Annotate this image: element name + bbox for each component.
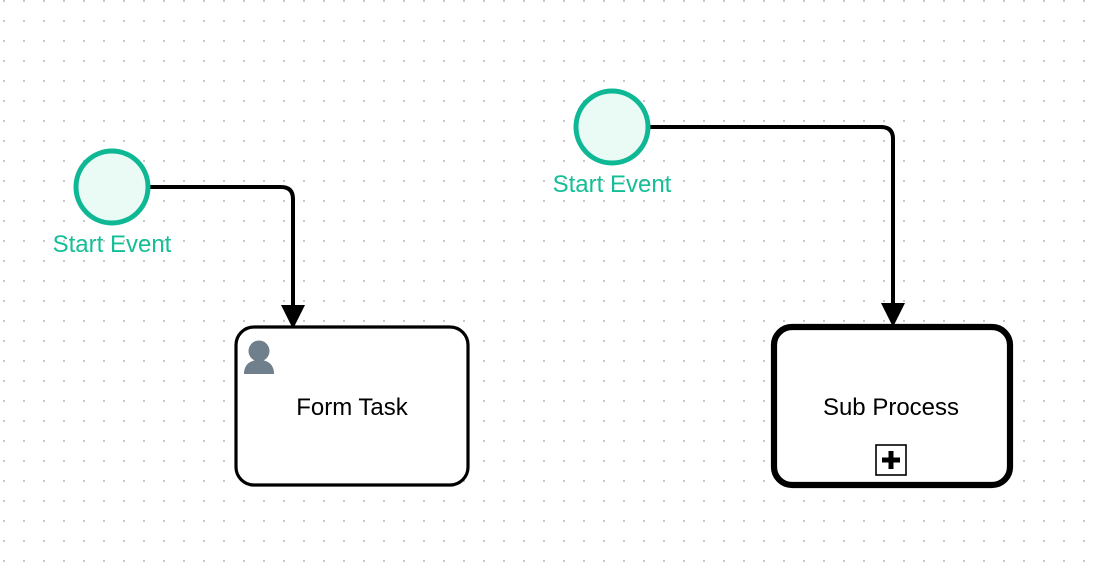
- plus-icon[interactable]: [875, 444, 907, 476]
- start-event-1-label: Start Event: [53, 231, 172, 258]
- start-event-circle[interactable]: [73, 148, 151, 226]
- sub-process-node[interactable]: Sub Process: [770, 323, 1014, 489]
- user-icon: [244, 340, 274, 374]
- start-event-2[interactable]: Start Event: [553, 88, 672, 198]
- form-task-node[interactable]: Form Task: [234, 325, 470, 487]
- sub-process-label: Sub Process: [823, 394, 959, 421]
- sequence-flow-path: [648, 125, 895, 312]
- sequence-flow-path: [148, 185, 295, 314]
- sub-process-shape[interactable]: [770, 323, 1014, 489]
- arrow-head-icon: [281, 305, 305, 329]
- form-task-shape[interactable]: [234, 325, 470, 487]
- sequence-flow-start-event-1-to-form-task[interactable]: [148, 185, 305, 329]
- form-task-label: Form Task: [296, 394, 409, 421]
- start-event-1[interactable]: Start Event: [53, 148, 172, 258]
- sequence-flow-start-event-2-to-sub-process[interactable]: [648, 125, 905, 327]
- arrow-head-icon: [881, 303, 905, 327]
- start-event-circle[interactable]: [573, 88, 651, 166]
- start-event-2-label: Start Event: [553, 171, 672, 198]
